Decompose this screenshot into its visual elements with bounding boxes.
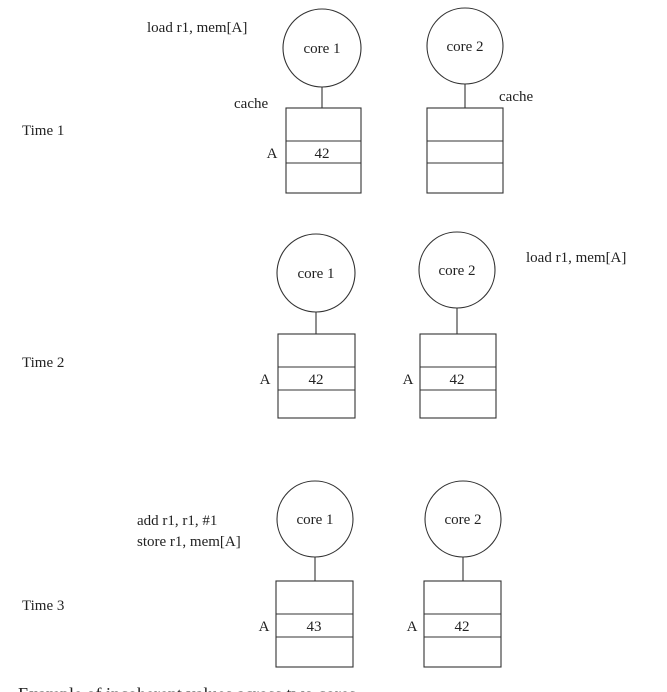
- time-3-core-2: core 2 A 42: [407, 480, 502, 668]
- time-2-core-2: core 2 A 42: [403, 231, 497, 419]
- core-label: core 2: [438, 263, 475, 279]
- cache-line-value: 42: [455, 619, 470, 635]
- cache-line-address: A: [260, 372, 271, 388]
- cache-block: [277, 333, 356, 419]
- cache-line-value: 42: [450, 372, 465, 388]
- figure-caption: Example of incoherent values across two …: [18, 684, 356, 692]
- time-3-core-1: core 1 A 43: [259, 480, 354, 668]
- time-3-label: Time 3: [22, 598, 64, 614]
- cache-line-address: A: [267, 146, 278, 162]
- cache-line-address: A: [403, 372, 414, 388]
- cache-line-value: 42: [315, 146, 330, 162]
- core-label: core 1: [303, 41, 340, 57]
- cache-block: [419, 333, 497, 419]
- cache-line-address: A: [407, 619, 418, 635]
- cache-line-address: A: [259, 619, 270, 635]
- cache-line-value: 43: [307, 619, 322, 635]
- core-label: core 2: [446, 39, 483, 55]
- cache-block: [426, 107, 504, 194]
- time-2-instruction-line-1: load r1, mem[A]: [526, 250, 626, 266]
- cache-block: [423, 580, 502, 668]
- time-3-instruction-line-1: add r1, r1, #1: [137, 513, 217, 529]
- time-1-core-2: core 2 cache: [426, 7, 533, 194]
- time-1-instruction-line-1: load r1, mem[A]: [147, 20, 247, 36]
- time-2-core-1: core 1 A 42: [260, 233, 356, 419]
- cache-block: [285, 107, 362, 194]
- cache-line-value: 42: [309, 372, 324, 388]
- time-1-label: Time 1: [22, 123, 64, 139]
- core-label: core 2: [444, 512, 481, 528]
- cache-label: cache: [499, 89, 533, 105]
- core-label: core 1: [297, 266, 334, 282]
- core-label: core 1: [296, 512, 333, 528]
- time-3-instruction-line-2: store r1, mem[A]: [137, 534, 241, 550]
- time-2-label: Time 2: [22, 355, 64, 371]
- time-1-core-1: core 1 cache A 42: [234, 8, 362, 194]
- cache-block: [275, 580, 354, 668]
- cache-label: cache: [234, 96, 268, 112]
